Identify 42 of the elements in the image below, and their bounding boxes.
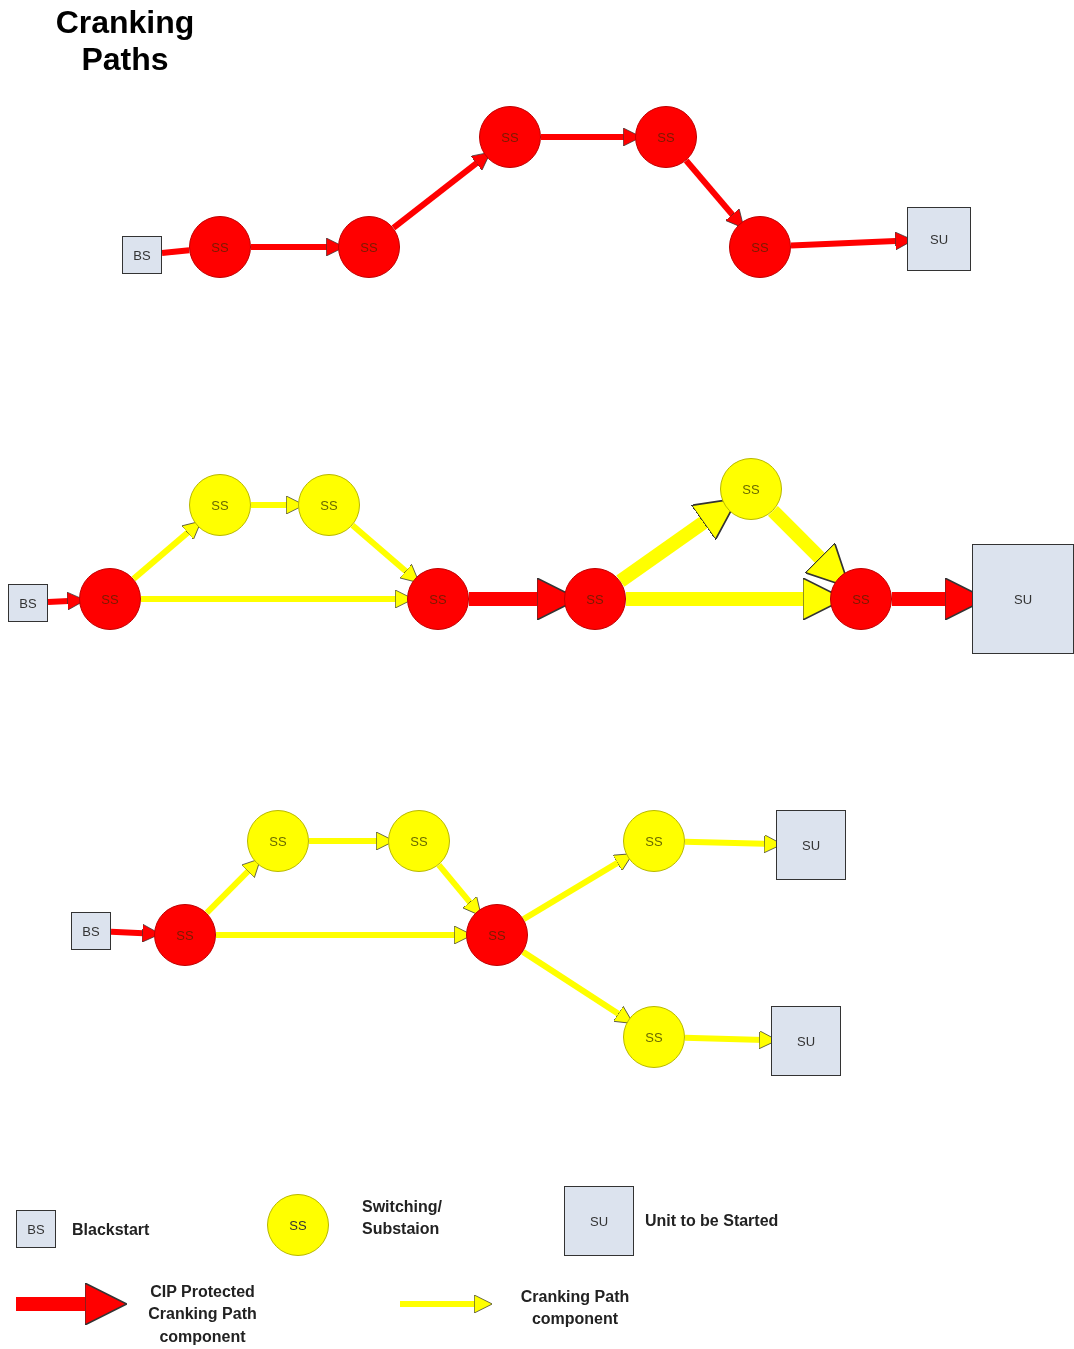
- node-label: SS: [211, 497, 229, 513]
- unit-box: [972, 544, 1074, 654]
- node-label: SU: [1013, 591, 1033, 607]
- node-label: SS: [645, 1029, 663, 1045]
- substation-circle: [466, 904, 528, 966]
- node-label: SS: [586, 591, 604, 607]
- node-label: SS: [410, 833, 428, 849]
- node-label: SS: [269, 833, 287, 849]
- node-label: SS: [320, 497, 338, 513]
- node-label: SS: [742, 481, 760, 497]
- node-label: SS: [751, 239, 769, 255]
- node-label: SS: [360, 239, 378, 255]
- legend-label: CIP Protected Cranking Path component: [147, 1282, 258, 1347]
- node-label: SS: [211, 239, 229, 255]
- unit-box: [907, 207, 971, 271]
- node-label: SS: [429, 591, 447, 607]
- node-label: SS: [488, 927, 506, 943]
- node-label: SS: [101, 591, 119, 607]
- node-label: SU: [801, 837, 821, 853]
- node-label: SS: [645, 833, 663, 849]
- legend-label: Cranking Path component: [519, 1287, 631, 1330]
- node-label: SU: [796, 1033, 816, 1049]
- node-label: SU: [929, 231, 949, 247]
- unit-box: [71, 912, 111, 950]
- legend-label: Blackstart: [72, 1220, 151, 1240]
- unit-box: [771, 1006, 841, 1076]
- title: Cranking Paths: [54, 4, 196, 78]
- node-label: BS: [133, 247, 151, 263]
- node-label: BS: [19, 595, 37, 611]
- legend-sample-label: SS: [289, 1217, 307, 1233]
- unit-box: [776, 810, 846, 880]
- node-label: SS: [657, 129, 675, 145]
- legend-sample-label: BS: [27, 1221, 45, 1237]
- legend-label: Switching/ Substaion: [362, 1197, 443, 1240]
- node-label: SS: [852, 591, 870, 607]
- node-label: BS: [82, 923, 100, 939]
- unit-box: [122, 236, 162, 274]
- node-label: SS: [176, 927, 194, 943]
- unit-box: [8, 584, 48, 622]
- node-label: SS: [501, 129, 519, 145]
- legend-sample-label: SU: [589, 1213, 609, 1229]
- legend-label: Unit to be Started: [645, 1211, 780, 1231]
